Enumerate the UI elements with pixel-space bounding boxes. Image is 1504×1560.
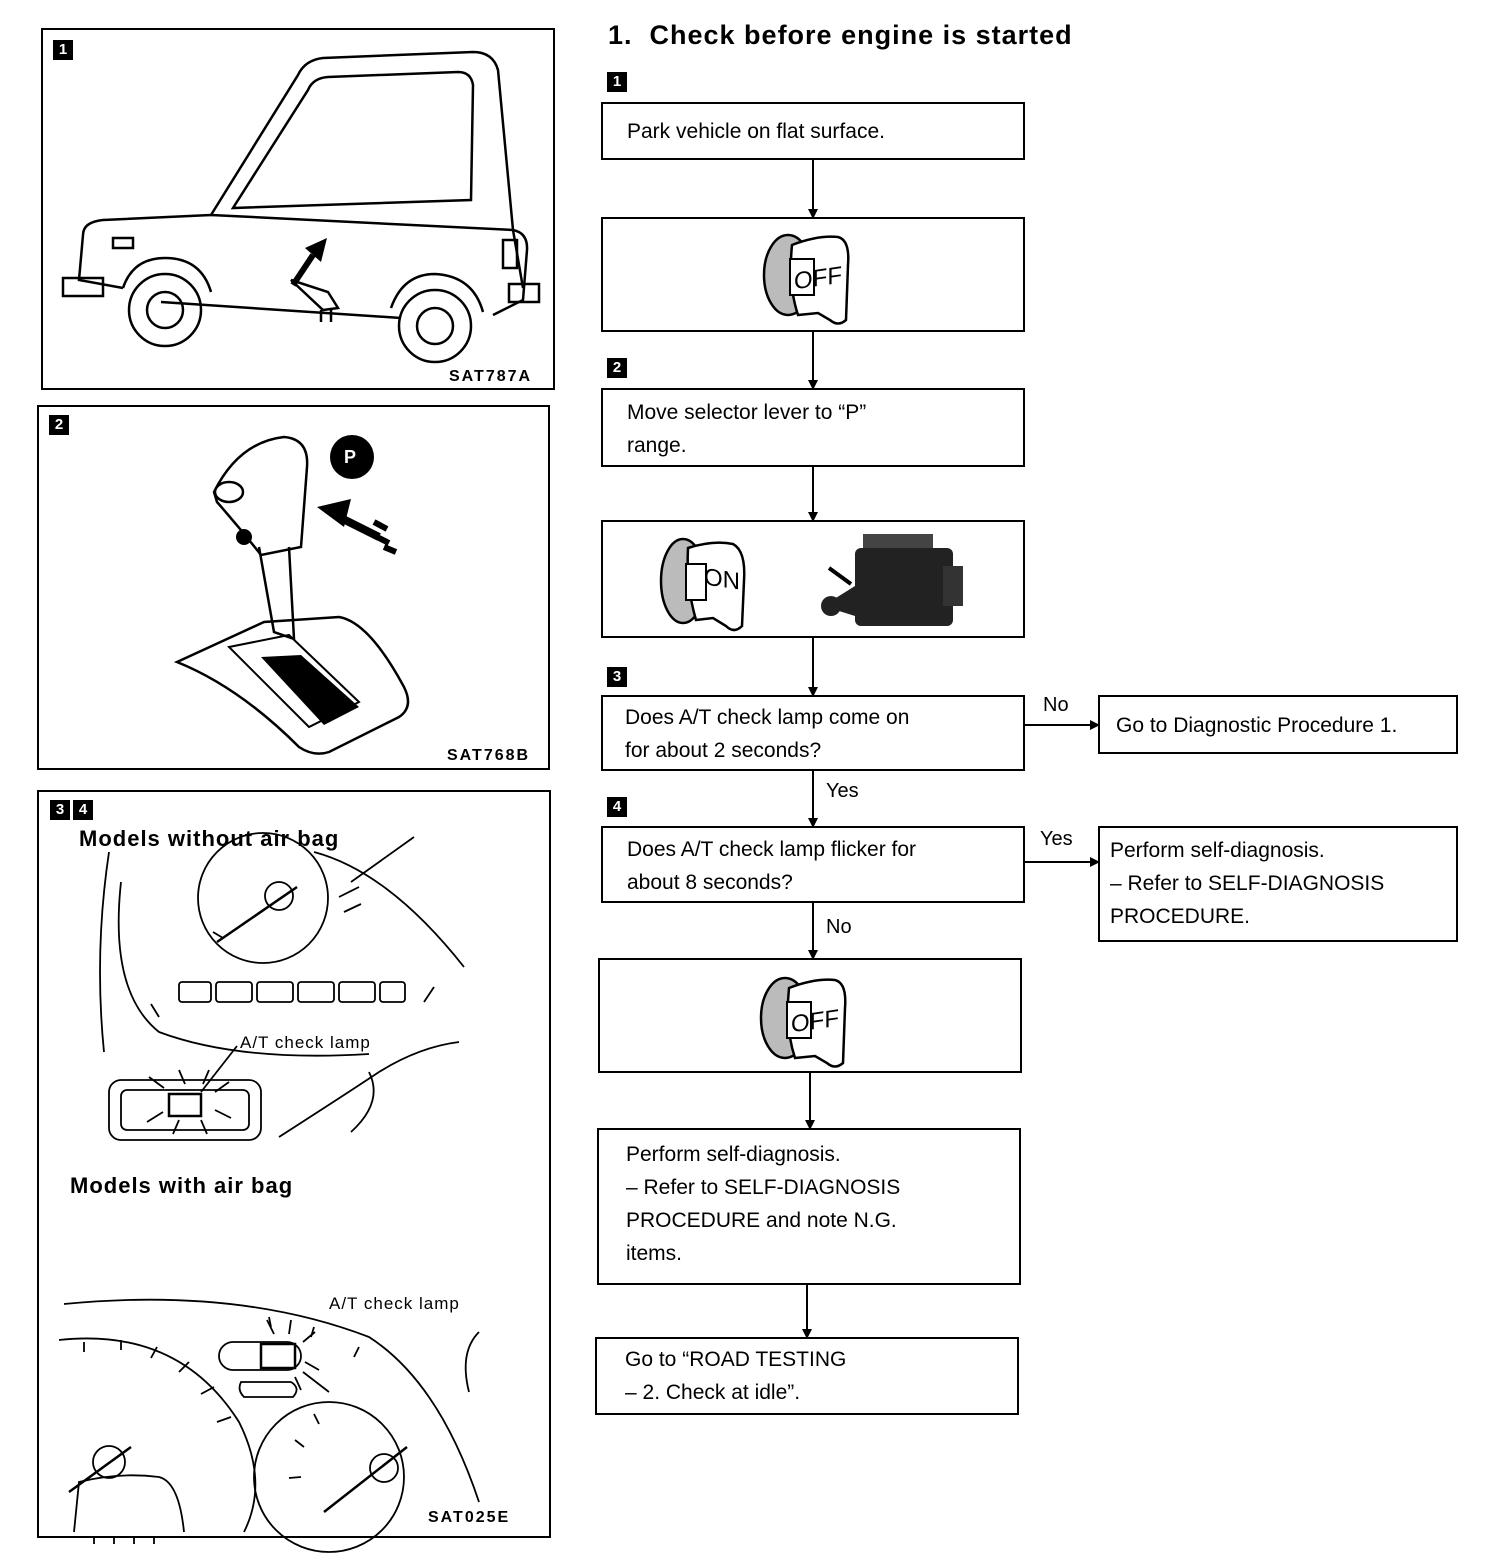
step1-box: Park vehicle on flat surface. <box>601 102 1025 160</box>
key-on-label: ON <box>704 563 740 596</box>
step4-text: Does A/T check lamp flicker for about 8 … <box>627 838 917 894</box>
ignition-key-on-icon <box>659 537 746 632</box>
step3-text: Does A/T check lamp come on for about 2 … <box>625 706 910 762</box>
step-badge-2: 2 <box>607 358 627 378</box>
step3-yes-label: Yes <box>826 780 859 802</box>
subhead-with-air-bag: Models with air bag <box>70 1173 294 1198</box>
meter-without-air-bag-illustration <box>99 832 465 1141</box>
step3-no-label: No <box>1043 694 1069 716</box>
step-badge-3: 3 <box>607 667 627 687</box>
ignition-key-off-icon <box>762 233 850 325</box>
road-testing-box: Go to “ROAD TESTING – 2. Check at idle”. <box>595 1337 1019 1415</box>
diagnostic-procedure-text: Go to Diagnostic Procedure 1. <box>1116 714 1398 737</box>
park-range-symbol: P <box>344 447 357 467</box>
ignition-key-off-icon <box>759 976 847 1068</box>
figure-panel-selector-lever: 2 P SAT768B <box>37 405 550 770</box>
step-badge-1: 1 <box>607 72 627 92</box>
check-lamp-label: A/T check lamp <box>240 1033 371 1052</box>
self-diagnosis-right-text: Perform self-diagnosis. – Refer to SELF-… <box>1110 839 1385 928</box>
ignition-off-box: OFF <box>601 217 1025 332</box>
step2-text: Move selector lever to “P” range. <box>627 401 867 457</box>
step4-box: Does A/T check lamp flicker for about 8 … <box>601 826 1025 903</box>
check-lamp-label: A/T check lamp <box>329 1294 460 1313</box>
step-badge-4: 4 <box>73 800 93 820</box>
step1-text: Park vehicle on flat surface. <box>627 120 885 143</box>
selector-lever-illustration <box>173 435 410 755</box>
page-title: 1. Check before engine is started <box>608 20 1073 50</box>
subhead-without-air-bag: Models without air bag <box>79 826 340 851</box>
car-illustration <box>61 50 541 364</box>
step-badge-2: 2 <box>49 415 69 435</box>
figure-code: SAT787A <box>449 368 533 385</box>
meter-with-air-bag-illustration <box>58 1298 480 1553</box>
figure-panel-check-lamp: 3 4 Models without air bag <box>37 790 551 1553</box>
ignition-off-box-2: OFF <box>598 958 1022 1073</box>
step4-no-label: No <box>826 916 852 938</box>
engine-running-icon <box>821 534 963 626</box>
self-diagnosis-box: Perform self-diagnosis. – Refer to SELF-… <box>597 1128 1021 1285</box>
figure-panel-park-vehicle: 1 <box>41 28 555 390</box>
self-diagnosis-text: Perform self-diagnosis. – Refer to SELF-… <box>626 1143 901 1265</box>
step2-box: Move selector lever to “P” range. <box>601 388 1025 467</box>
step-badge-4: 4 <box>607 797 627 817</box>
road-testing-text: Go to “ROAD TESTING – 2. Check at idle”. <box>625 1348 847 1404</box>
figure-code: SAT025E <box>428 1509 511 1526</box>
ignition-on-engine-box: ON <box>601 520 1025 638</box>
diagnostic-procedure-box: Go to Diagnostic Procedure 1. <box>1098 695 1458 754</box>
step3-box: Does A/T check lamp come on for about 2 … <box>601 695 1025 771</box>
self-diagnosis-right-box: Perform self-diagnosis. – Refer to SELF-… <box>1098 826 1458 942</box>
step-badge-3: 3 <box>50 800 70 820</box>
figure-code: SAT768B <box>447 747 531 764</box>
step4-yes-label: Yes <box>1040 828 1073 850</box>
step-badge-1: 1 <box>53 40 73 60</box>
